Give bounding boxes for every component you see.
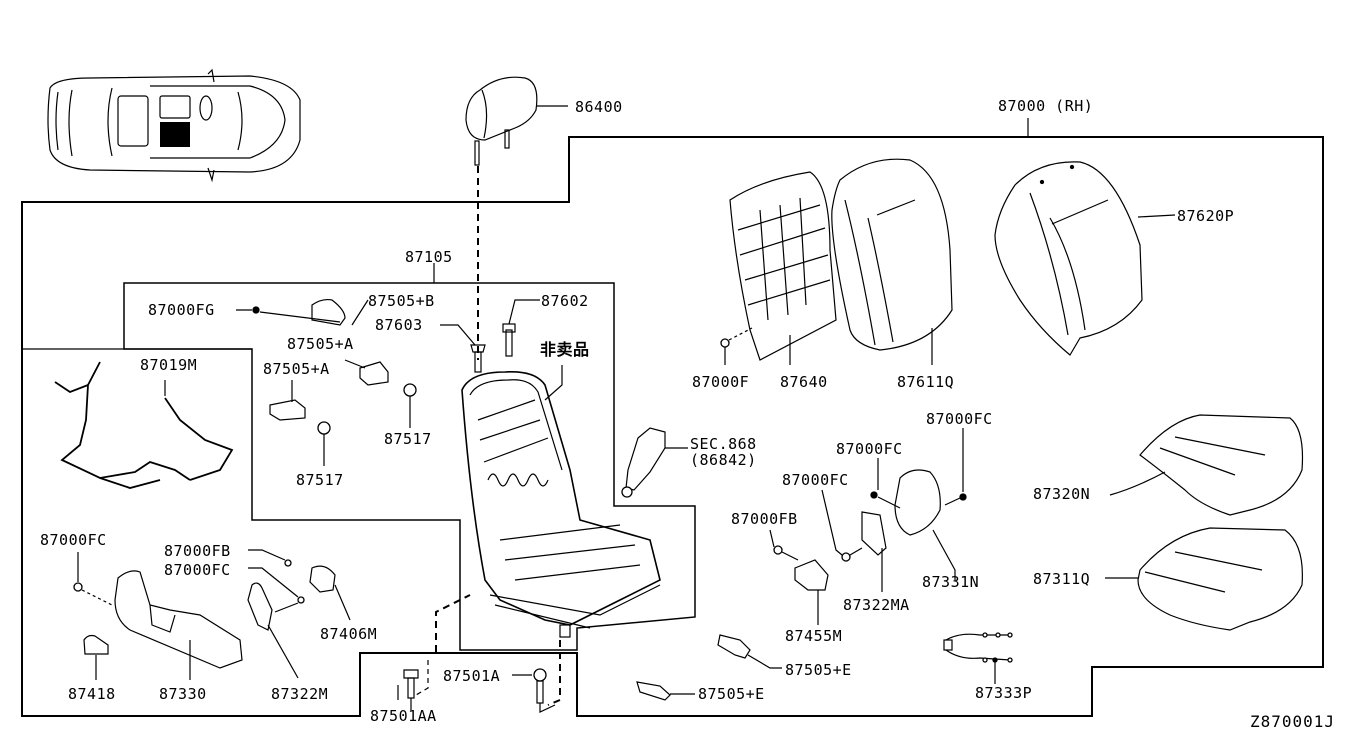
- part-label-87000fc-inner[interactable]: 87000FC: [782, 471, 849, 489]
- part-label-87505-a-top[interactable]: 87505+A: [287, 335, 354, 353]
- part-label-87000fb-left[interactable]: 87000FB: [164, 542, 231, 560]
- seat-frame-part: [461, 370, 661, 638]
- highlighted-seat-marker: [160, 122, 190, 147]
- part-label-86842[interactable]: (86842): [690, 451, 757, 469]
- part-label-87000fg[interactable]: 87000FG: [148, 301, 215, 319]
- part-label-87105[interactable]: 87105: [405, 248, 453, 266]
- part-label-87505-b[interactable]: 87505+B: [368, 292, 435, 310]
- part-label-87505-e-lower[interactable]: 87505+E: [698, 685, 765, 703]
- part-label-87320n[interactable]: 87320N: [1033, 485, 1091, 503]
- assembly-boundary: [21, 136, 1324, 717]
- wire-harness-part: [54, 361, 234, 489]
- part-label-87000fc-top-right[interactable]: 87000FC: [926, 410, 993, 428]
- part-label-87406m[interactable]: 87406M: [320, 625, 378, 643]
- part-label-87000-rh[interactable]: 87000 (RH): [998, 97, 1094, 115]
- part-label-87331n[interactable]: 87331N: [922, 573, 980, 591]
- part-label-87000fb-right[interactable]: 87000FB: [731, 510, 798, 528]
- part-label-87322ma[interactable]: 87322MA: [843, 596, 910, 614]
- headrest-part: [465, 76, 568, 166]
- part-label-87000fc-left[interactable]: 87000FC: [40, 531, 107, 549]
- part-label-87602[interactable]: 87602: [541, 292, 589, 310]
- part-label-87000f[interactable]: 87000F: [692, 373, 750, 391]
- part-label-87505-a-left[interactable]: 87505+A: [263, 360, 330, 378]
- part-label-86400[interactable]: 86400: [575, 98, 623, 116]
- part-label-87330[interactable]: 87330: [159, 685, 207, 703]
- part-label-87505-e-upper[interactable]: 87505+E: [785, 661, 852, 679]
- part-label-87611q[interactable]: 87611Q: [897, 373, 955, 391]
- part-label-87455m[interactable]: 87455M: [785, 627, 843, 645]
- vehicle-locator-icon: [47, 68, 301, 183]
- part-label-87000fc-mid[interactable]: 87000FC: [836, 440, 903, 458]
- part-label-87000fc-left2[interactable]: 87000FC: [164, 561, 231, 579]
- part-label-87322m[interactable]: 87322M: [271, 685, 329, 703]
- part-label-87019m[interactable]: 87019M: [140, 356, 198, 374]
- part-label-87620p[interactable]: 87620P: [1177, 207, 1235, 225]
- part-label-87501aa[interactable]: 87501AA: [370, 707, 437, 725]
- part-label-87640[interactable]: 87640: [780, 373, 828, 391]
- part-label-87333p[interactable]: 87333P: [975, 684, 1033, 702]
- part-label-87603[interactable]: 87603: [375, 316, 423, 334]
- diagram-reference-code: Z870001J: [1250, 712, 1336, 731]
- part-label-87501a[interactable]: 87501A: [443, 667, 501, 685]
- part-label-87311q[interactable]: 87311Q: [1033, 570, 1091, 588]
- part-label-87418[interactable]: 87418: [68, 685, 116, 703]
- part-label-87517-left[interactable]: 87517: [296, 471, 344, 489]
- part-label-87517-right[interactable]: 87517: [384, 430, 432, 448]
- section-ref-seatbelt[interactable]: SEC.868: [690, 435, 757, 453]
- not-sold-separately-label: 非卖品: [540, 340, 590, 359]
